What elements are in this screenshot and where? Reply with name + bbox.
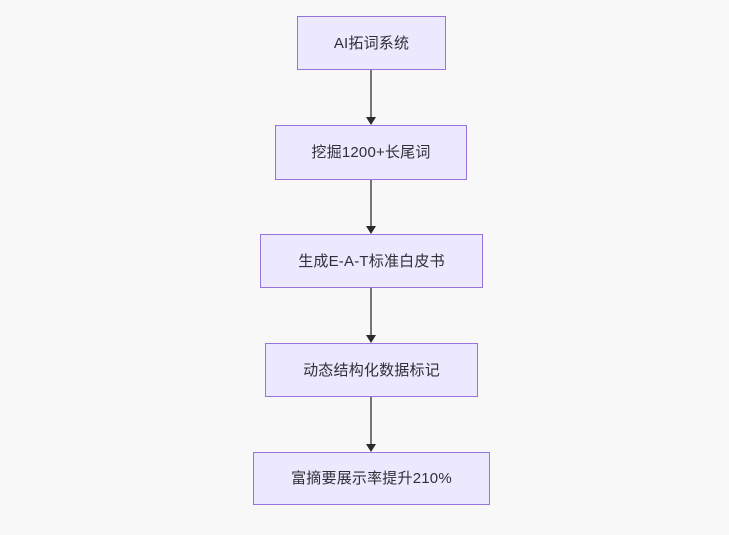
flow-edge-line bbox=[370, 180, 372, 226]
flow-node-label: 富摘要展示率提升210% bbox=[291, 470, 452, 487]
flow-node-n5[interactable]: 富摘要展示率提升210% bbox=[253, 452, 490, 505]
flow-edge-line bbox=[370, 70, 372, 117]
flow-node-label: 动态结构化数据标记 bbox=[303, 361, 440, 379]
flow-node-n4[interactable]: 动态结构化数据标记 bbox=[265, 343, 478, 397]
flow-edge-arrowhead-icon bbox=[366, 444, 376, 452]
flow-node-label: 挖掘1200+长尾词 bbox=[311, 144, 431, 161]
flow-node-label: AI拓词系统 bbox=[333, 34, 410, 52]
flow-edge-line bbox=[370, 397, 372, 444]
flow-node-n1[interactable]: AI拓词系统 bbox=[297, 16, 446, 70]
flow-edge-line bbox=[370, 288, 372, 335]
flow-node-n3[interactable]: 生成E-A-T标准白皮书 bbox=[260, 234, 483, 288]
flow-node-label: 生成E-A-T标准白皮书 bbox=[298, 252, 445, 270]
flow-edge-arrowhead-icon bbox=[366, 226, 376, 234]
flow-edge-arrowhead-icon bbox=[366, 335, 376, 343]
flow-edge-arrowhead-icon bbox=[366, 117, 376, 125]
flow-node-n2[interactable]: 挖掘1200+长尾词 bbox=[275, 125, 467, 180]
